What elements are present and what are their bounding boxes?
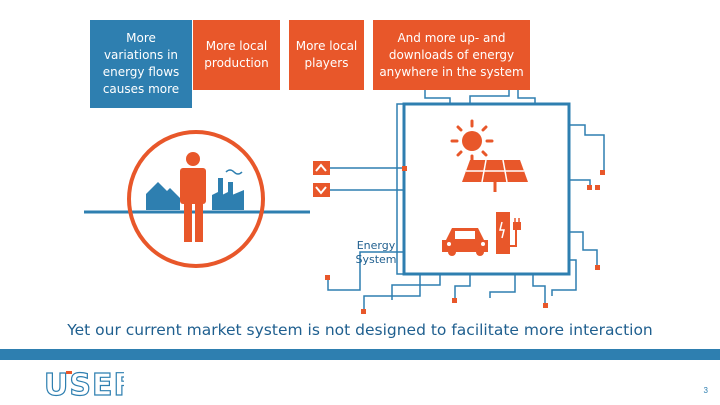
sun-icon — [450, 119, 494, 163]
energy-system-label: Energy System — [355, 239, 397, 266]
charging-station-icon — [496, 212, 521, 254]
circuit-lines — [327, 90, 605, 312]
person-icon — [180, 152, 206, 242]
box-local-production-text: More local production — [204, 39, 269, 70]
household-circle — [127, 130, 265, 268]
box-local-players: More local players — [289, 20, 364, 90]
page-number: 3 — [703, 386, 708, 395]
houses-icon — [146, 182, 180, 210]
box-variations-text: More variations in energy flows causes m… — [102, 31, 180, 96]
car-icon — [442, 228, 488, 256]
caption: Yet our current market system is not des… — [67, 321, 653, 339]
factory-icon — [212, 169, 244, 210]
box-variations: More variations in energy flows causes m… — [90, 20, 192, 108]
box-local-players-text: More local players — [295, 39, 358, 70]
usef-logo: USEF — [44, 367, 124, 401]
arrow-down-icon — [313, 183, 330, 197]
box-local-production: More local production — [193, 20, 280, 90]
logo-text: USEF — [44, 368, 124, 401]
box-up-downloads: And more up- and downloads of energy any… — [373, 20, 530, 90]
footer-band — [0, 349, 720, 360]
arrow-up-icon — [313, 161, 330, 175]
box-up-downloads-text: And more up- and downloads of energy any… — [379, 30, 524, 79]
solar-panel-icon — [462, 159, 528, 192]
